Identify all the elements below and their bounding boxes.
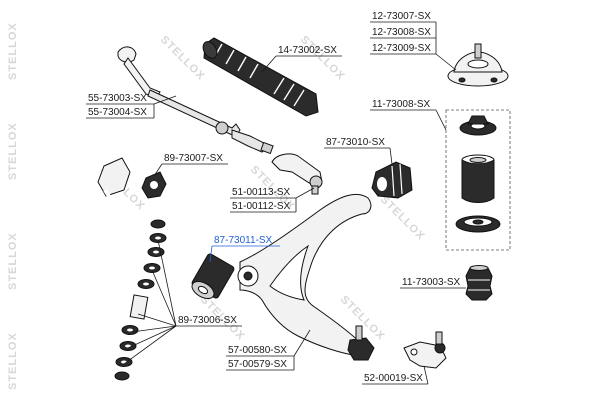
watermark-text: STELLOX [298,34,347,83]
label-51-00112-sx[interactable]: 51-00112-SX [232,201,291,212]
lower-control-arm[interactable] [237,194,375,361]
label-55-73003-sx[interactable]: 55-73003-SX [88,93,147,104]
arm-bushing-front[interactable] [189,253,235,302]
label-87-73010-sx[interactable]: 87-73010-SX [326,137,385,148]
steering-boot[interactable] [200,37,319,117]
label-87-73011-sx[interactable]: 87-73011-SX [214,235,273,246]
stabilizer-link-kit[interactable] [114,219,167,381]
stabilizer-bar[interactable] [103,188,201,276]
stabilizer-bushing[interactable] [97,157,167,199]
watermark-text: STELLOX [378,194,427,243]
leader-lines [86,21,466,385]
bump-stop[interactable] [465,265,493,301]
watermark-text: STELLOX [158,34,207,83]
part-labels: 12-73007-SX 12-73008-SX 12-73009-SX 14-7… [88,11,461,384]
kit-group-box [445,109,511,251]
label-89-73007-sx[interactable]: 89-73007-SX [164,153,223,164]
label-12-73008-sx[interactable]: 12-73008-SX [372,27,431,38]
outer-tie-rod-end[interactable] [271,153,323,195]
watermark-text: STELLOX [7,122,19,180]
label-57-00579-sx[interactable]: 57-00579-SX [228,359,287,370]
watermark-text: STELLOX [7,232,19,290]
label-12-73007-sx[interactable]: 12-73007-SX [372,11,431,22]
watermark-text: STELLOX [7,332,19,390]
arm-bushing-rear[interactable] [371,161,413,199]
label-12-73009-sx[interactable]: 12-73009-SX [372,43,431,54]
watermark-left: STELLOX STELLOX STELLOX STELLOX [7,22,19,390]
tie-rod-assembly[interactable] [117,46,274,155]
label-52-00019-sx[interactable]: 52-00019-SX [364,373,423,384]
strut-top-mount[interactable] [447,43,509,87]
label-11-73003-sx[interactable]: 11-73003-SX [402,277,461,288]
label-51-00113-sx[interactable]: 51-00113-SX [232,187,291,198]
label-89-73006-sx[interactable]: 89-73006-SX [178,315,237,326]
label-57-00580-sx[interactable]: 57-00580-SX [228,345,287,356]
watermark-text: STELLOX [7,22,19,80]
label-14-73002-sx[interactable]: 14-73002-SX [278,45,337,56]
bump-stop-kit[interactable] [455,115,501,233]
label-55-73004-sx[interactable]: 55-73004-SX [88,107,147,118]
ball-joint[interactable] [403,331,447,369]
label-11-73008-sx[interactable]: 11-73008-SX [372,99,431,110]
